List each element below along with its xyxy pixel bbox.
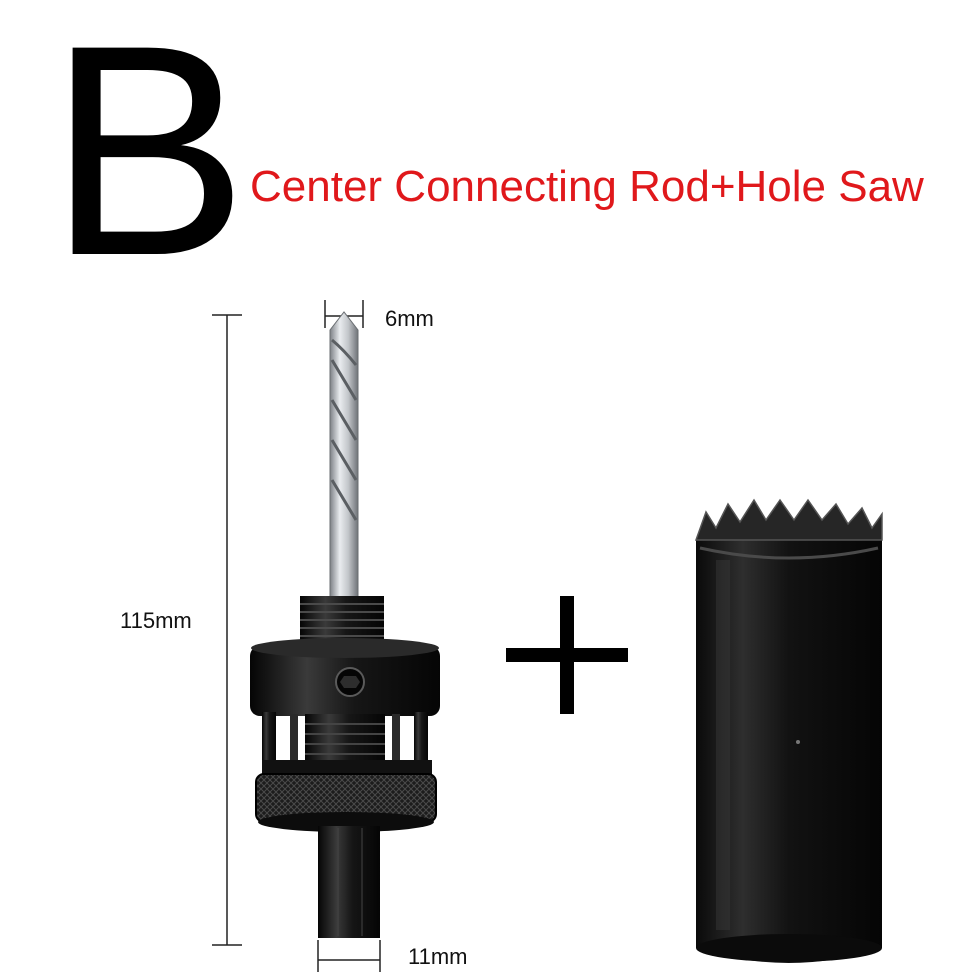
- hole-saw-icon: [694, 498, 883, 963]
- product-title: Center Connecting Rod+Hole Saw: [250, 162, 924, 211]
- drill-diameter-label: 6mm: [385, 306, 434, 331]
- plus-icon: [506, 596, 628, 714]
- total-length-dimension-line: [212, 314, 242, 946]
- variant-letter: B: [48, 0, 249, 318]
- center-connecting-rod-icon: [250, 311, 440, 938]
- shank-width-label: 11mm: [408, 944, 468, 969]
- shank-width-dimension-line: [317, 940, 381, 972]
- total-length-label: 115mm: [120, 608, 192, 633]
